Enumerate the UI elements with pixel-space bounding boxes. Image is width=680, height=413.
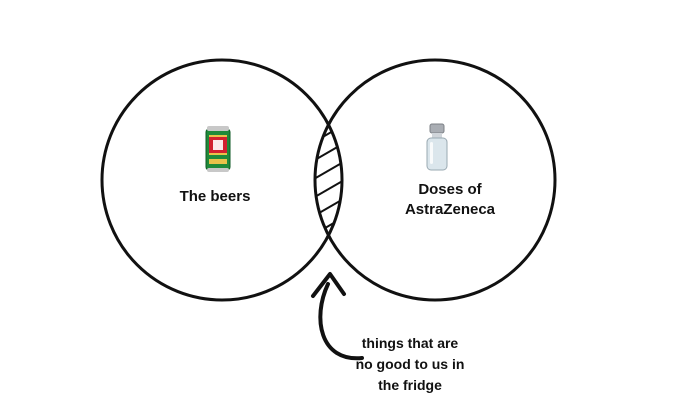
annotation-line-1: things that are: [361, 335, 459, 351]
beer-can-icon: [205, 126, 231, 172]
annotation-line-2: no good to us in: [355, 356, 465, 372]
annotation-line-3: the fridge: [378, 377, 442, 393]
curved-arrow-icon: [311, 272, 364, 361]
left-set-circle: [100, 58, 344, 302]
right-set-circle: [313, 58, 557, 302]
left-set-label: The beers: [179, 188, 251, 205]
vaccine-vial-icon: [426, 123, 448, 171]
right-set-label-line-1: Doses of: [418, 181, 482, 198]
right-set-label-line-2: AstraZeneca: [404, 201, 496, 218]
